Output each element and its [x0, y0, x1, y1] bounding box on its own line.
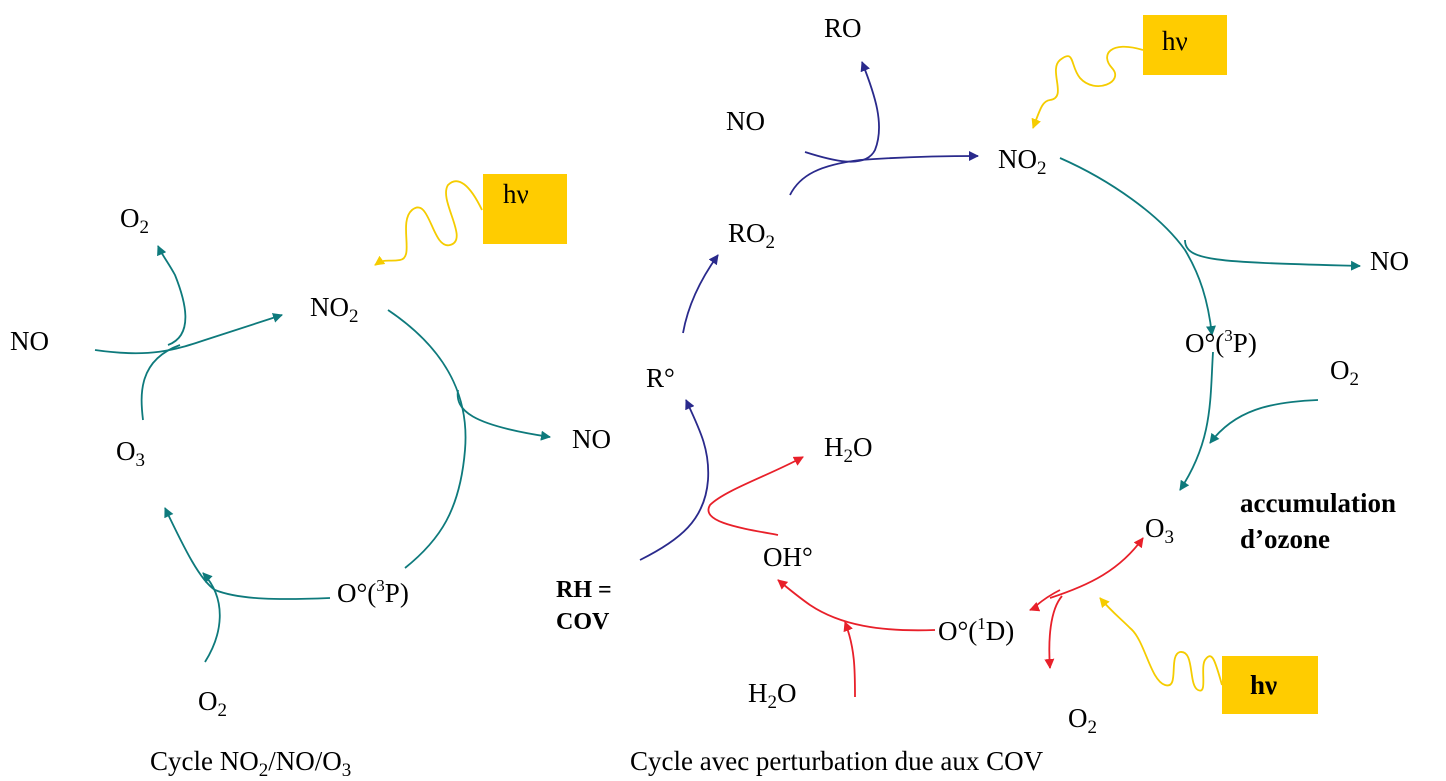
arrow-to-o2-top: [157, 245, 187, 346]
rh-label-line1: RH =: [556, 577, 612, 603]
photon-squiggle-top: [1031, 45, 1144, 129]
hv-label-top: hν: [1162, 26, 1188, 56]
arrow-o1d-to-o2: [1044, 595, 1063, 669]
arrow-h2o-bottom-up: [843, 621, 856, 698]
accumulation-label-line1: accumulation: [1240, 488, 1397, 518]
species-o3-right: O3: [1145, 513, 1174, 548]
species-o3p-left: O°(3P): [337, 576, 409, 608]
species-o3p-right: O°(3P): [1185, 326, 1257, 358]
arrow-r-to-ro2: [682, 254, 719, 334]
species-no-out-left: NO: [572, 424, 611, 454]
left-cycle-arrows: [94, 180, 551, 663]
arrow-oh-to-h2o: [707, 456, 804, 536]
species-r-radical: R°: [646, 363, 675, 393]
arrow-to-no-out-right: [1184, 239, 1361, 271]
species-h2o-bottom: H2O: [748, 678, 797, 713]
arrow-no2-to-o3p: [1059, 157, 1216, 336]
hv-label-left: hν: [503, 179, 529, 209]
species-no-out-right: NO: [1370, 246, 1409, 276]
species-no2-right: NO2: [998, 144, 1047, 179]
species-oh: OH°: [763, 542, 813, 572]
photon-box-bottom: [1222, 656, 1318, 714]
arrow-o3-to-junction: [140, 344, 181, 421]
species-ro2: RO2: [728, 218, 776, 253]
species-no2-left: NO2: [310, 292, 359, 327]
arrow-ro2-to-no2: [789, 151, 979, 196]
species-ro: RO: [824, 13, 862, 43]
caption-left: Cycle NO2/NO/O3: [150, 746, 352, 781]
arrow-o3-to-o1d: [1029, 589, 1061, 612]
species-o1d: O°(1D): [938, 614, 1015, 646]
rh-label-line2: COV: [556, 609, 610, 635]
arrow-to-no-out: [456, 389, 551, 441]
species-no-in-right: NO: [726, 106, 765, 136]
arrow-o2-bottom-up: [202, 572, 221, 663]
species-h2o-top: H2O: [824, 432, 873, 467]
species-o2-bottom-left: O2: [198, 686, 227, 721]
photon-box-left: [483, 174, 567, 244]
species-o2-right: O2: [1330, 355, 1359, 390]
arrow-o3p-to-o3-right: [1179, 351, 1214, 491]
arrow-no-in-to-ro: [804, 61, 880, 163]
arrow-rh-to-r: [639, 399, 710, 561]
right-cycle-arrows: [639, 45, 1361, 698]
arrow-o1d-to-oh: [777, 579, 936, 632]
species-o3-left: O3: [116, 436, 145, 471]
photon-squiggle-left: [374, 180, 483, 266]
photon-box-top: [1143, 15, 1227, 75]
arrow-no-to-no2: [94, 313, 283, 355]
species-o2-bottom-right: O2: [1068, 703, 1097, 738]
caption-right: Cycle avec perturbation due aux COV: [630, 746, 1044, 776]
species-no-in-left: NO: [10, 326, 49, 356]
arrow-o2-right: [1209, 399, 1319, 444]
hv-label-bottom: hν: [1250, 670, 1278, 700]
accumulation-label-line2: d’ozone: [1240, 524, 1330, 554]
arrow-o1d-to-o3: [1049, 537, 1144, 599]
arrow-o3p-to-o3: [164, 507, 331, 600]
arrow-no2-to-o3p: [387, 309, 467, 569]
species-o2-top: O2: [120, 203, 149, 238]
photon-squiggle-bottom: [1099, 597, 1223, 692]
